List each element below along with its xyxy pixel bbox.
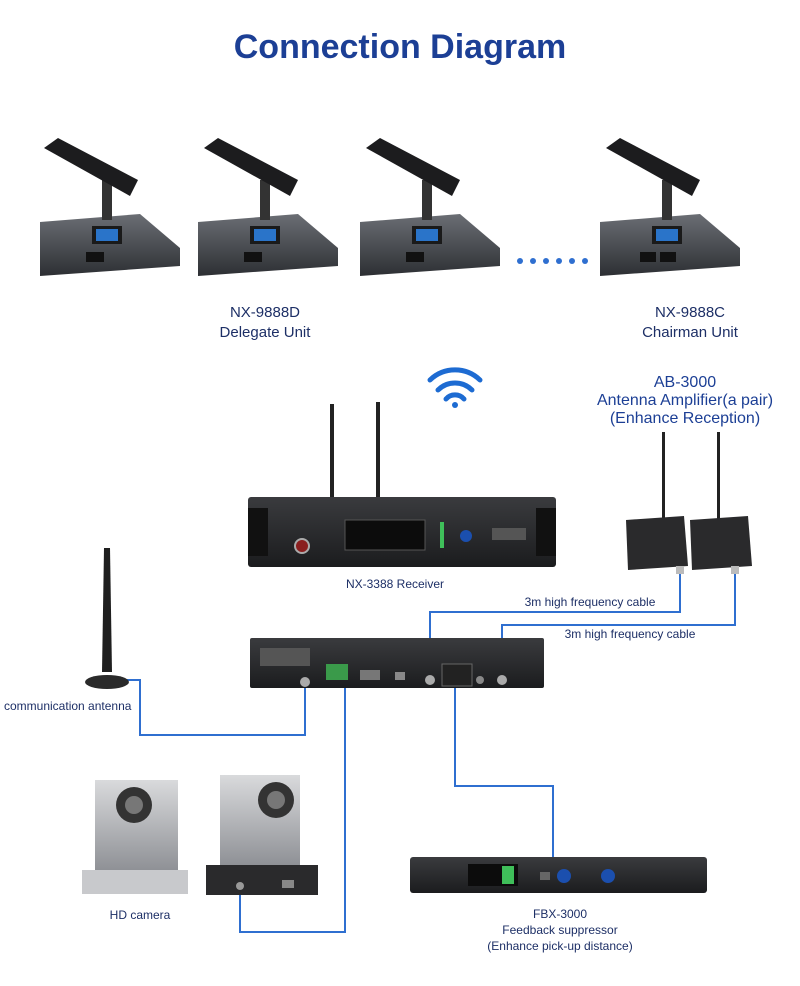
delegate-unit-1 <box>40 138 180 276</box>
fbx-model: FBX-3000 <box>532 907 588 921</box>
communication-antenna <box>85 548 129 689</box>
receiver-front <box>248 402 556 567</box>
delegate-name: Delegate Unit <box>219 324 311 341</box>
antenna-amplifiers <box>626 432 752 574</box>
hd-camera-2 <box>206 775 318 895</box>
amplifier-model: AB-3000 <box>653 374 717 391</box>
diagram-title: Connection Diagram <box>233 28 567 66</box>
delegate-model: NX-9888D <box>229 304 301 321</box>
cable-label-2: 3m high frequency cable <box>564 627 696 641</box>
camera-label: HD camera <box>109 908 171 922</box>
chairman-model: NX-9888C <box>654 304 726 321</box>
feedback-suppressor <box>410 857 707 893</box>
cable-label-1: 3m high frequency cable <box>524 595 656 609</box>
hd-camera-1 <box>82 780 188 894</box>
amplifier-note: (Enhance Reception) <box>609 410 761 427</box>
fbx-note: (Enhance pick-up distance) <box>487 939 633 953</box>
antenna-label: communication antenna <box>4 699 132 713</box>
receiver-label: NX-3388 Receiver <box>345 577 445 591</box>
delegate-unit-2 <box>198 138 338 276</box>
chairman-name: Chairman Unit <box>642 324 738 341</box>
ellipsis-dots <box>517 258 588 264</box>
wifi-icon <box>427 367 483 408</box>
fbx-name: Feedback suppressor <box>502 923 618 937</box>
chairman-unit <box>600 138 740 276</box>
amplifier-name: Antenna Amplifier(a pair) <box>596 392 774 409</box>
delegate-unit-3 <box>360 138 500 276</box>
receiver-rear <box>250 638 544 688</box>
